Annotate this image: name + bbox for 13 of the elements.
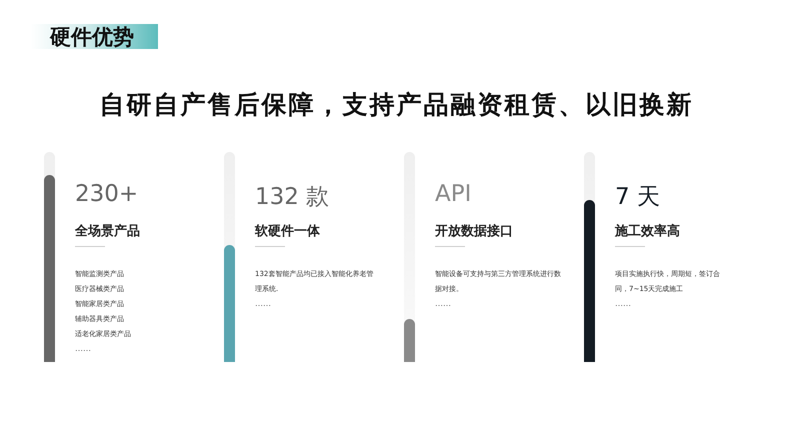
stat-number: API [435, 181, 472, 207]
column-heading: 全场景产品 [75, 222, 140, 240]
ellipsis: …… [255, 298, 271, 310]
column-heading: 开放数据接口 [435, 222, 513, 240]
column-heading: 施工效率高 [615, 222, 680, 240]
stat-number: 230+ [75, 181, 138, 207]
ellipsis: …… [75, 343, 91, 355]
ellipsis: …… [435, 298, 451, 310]
stat-number: 132 款 [255, 183, 330, 212]
ellipsis: …… [615, 298, 631, 310]
column-heading: 软硬件一体 [255, 223, 320, 240]
subtitle: 自研自产售后保障，支持产品融资租赁、以旧换新 [98, 89, 694, 121]
stat-number: 7 天 [615, 183, 660, 212]
